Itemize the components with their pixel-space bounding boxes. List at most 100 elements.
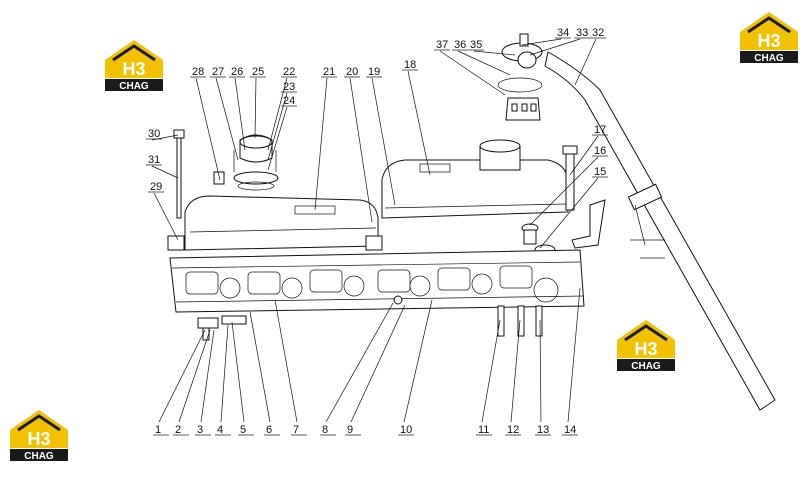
callout-leader — [151, 165, 179, 179]
callout-leader — [267, 92, 288, 161]
oil-filler-cap — [233, 134, 279, 191]
callout-number: 18 — [404, 59, 416, 71]
callout-number: 6 — [266, 424, 272, 436]
callout-number: 31 — [148, 154, 160, 166]
logo-sub: CHAG — [24, 451, 54, 462]
bottom-fittings — [197, 315, 247, 341]
callout-leader — [325, 302, 394, 423]
callout-number: 23 — [283, 81, 295, 93]
callout-number: 21 — [323, 66, 335, 78]
callout-number: 7 — [293, 424, 299, 436]
callout-number: 1 — [155, 424, 161, 436]
logo-sub: CHAG — [119, 81, 149, 92]
callout-number: 4 — [217, 424, 223, 436]
callout-number: 17 — [594, 124, 606, 136]
callout-number: 5 — [240, 424, 246, 436]
callout-leader — [457, 50, 511, 76]
callout-number: 3 — [197, 424, 203, 436]
callout-leader — [529, 38, 581, 56]
callout-number: 25 — [252, 66, 264, 78]
rocker-cover-left — [167, 195, 383, 251]
callout-leader — [567, 287, 581, 423]
ports — [185, 265, 559, 303]
callout-leader — [574, 38, 597, 86]
callout-leader — [195, 77, 221, 181]
callout-number: 2 — [175, 424, 181, 436]
callout-leader — [267, 106, 288, 171]
callout-leader — [158, 329, 206, 423]
callout-leader — [539, 319, 542, 423]
breather-cap — [497, 33, 543, 121]
callout-leader — [407, 70, 431, 176]
cylinder-head — [169, 249, 585, 337]
callout-leader — [274, 299, 298, 423]
logo-mark: H3 — [757, 31, 780, 51]
callout-number: 10 — [400, 424, 412, 436]
callout-number: 32 — [592, 27, 604, 39]
callout-leader — [349, 77, 373, 223]
callout-leader — [267, 77, 288, 151]
callout-number: 15 — [594, 166, 606, 178]
callout-leader — [569, 135, 599, 176]
logo-mark: H3 — [634, 339, 657, 359]
callout-number: 16 — [594, 145, 606, 157]
callout-leader — [314, 77, 328, 211]
logo-sub: CHAG — [631, 361, 661, 372]
logo-sub: CHAG — [754, 53, 784, 64]
callout-number: 19 — [368, 66, 380, 78]
callout-leader — [529, 156, 599, 226]
callout-number: 35 — [470, 39, 482, 51]
callout-leader — [473, 50, 516, 56]
callout-number: 24 — [283, 95, 295, 107]
callout-number: 22 — [283, 66, 295, 78]
breather-pipe — [544, 51, 776, 411]
callout-number: 9 — [347, 424, 353, 436]
callout-leader — [481, 319, 501, 423]
callout-leader — [220, 324, 229, 423]
callout-number: 28 — [192, 66, 204, 78]
callout-leader — [371, 77, 396, 206]
callout-leader — [178, 329, 211, 423]
callout-number: 30 — [148, 128, 160, 140]
rocker-cover-right — [381, 139, 578, 219]
callout-leader — [215, 77, 239, 161]
long-bolt — [173, 129, 225, 219]
callout-number: 29 — [150, 181, 162, 193]
callout-number: 34 — [557, 27, 569, 39]
callout-number: 33 — [576, 27, 588, 39]
callout-number: 37 — [436, 39, 448, 51]
callout-leader — [350, 304, 406, 423]
bracket — [571, 199, 606, 249]
callout-leader — [200, 329, 215, 423]
callout-leader — [439, 50, 506, 96]
callout-leader — [510, 319, 521, 423]
callout-leader — [403, 299, 433, 423]
callout-number: 8 — [322, 424, 328, 436]
callout-leader — [254, 77, 257, 139]
callout-number: 27 — [212, 66, 224, 78]
callout-leader — [539, 177, 599, 249]
callout-number: 14 — [564, 424, 576, 436]
callout-number: 20 — [346, 66, 358, 78]
callout-leader — [231, 321, 245, 423]
callout-number: 11 — [478, 424, 489, 436]
callout-number: 13 — [537, 424, 549, 436]
callout-leader — [153, 192, 179, 241]
logo-mark: H3 — [122, 59, 145, 79]
callout-number: 26 — [231, 66, 243, 78]
callout-leader — [249, 311, 271, 423]
logo-mark: H3 — [27, 429, 50, 449]
callout-leader — [234, 77, 246, 151]
callout-number: 12 — [507, 424, 519, 436]
callout-leader — [521, 38, 562, 46]
